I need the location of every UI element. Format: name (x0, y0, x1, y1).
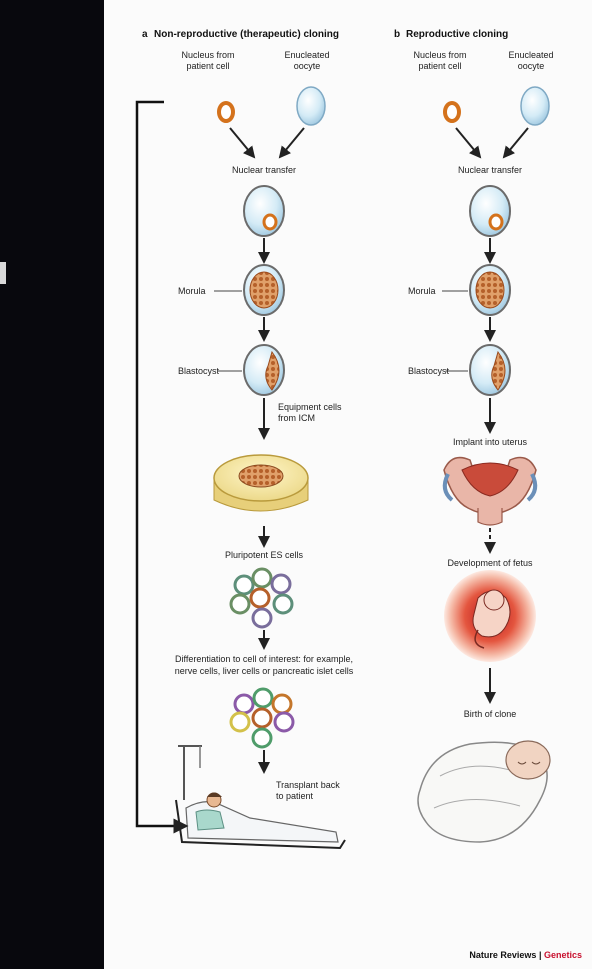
credit-journal: Nature Reviews (469, 950, 536, 960)
uterus-icon (444, 458, 536, 525)
fetus-icon (444, 570, 536, 662)
baby-clone-icon (418, 741, 550, 842)
panel-a-differentiation-1: Differentiation to cell of interest: for… (175, 654, 353, 664)
panel-a-transplant-1: Transplant back (276, 780, 340, 790)
panel-a-title: Non-reproductive (therapeutic) cloning (154, 29, 339, 40)
panel-a-differentiation-2: nerve cells, liver cells or pancreatic i… (175, 666, 354, 676)
enucleated-oocyte-b-icon (521, 87, 549, 125)
panel-a-nuclear-transfer: Nuclear transfer (232, 165, 296, 175)
patient-nucleus-icon (219, 103, 233, 121)
culture-dish-icon (214, 455, 308, 511)
enucleated-oocyte-icon (297, 87, 325, 125)
credit-section: Genetics (544, 950, 582, 960)
panel-a-nucleus-label-1: Nucleus from (181, 50, 234, 60)
panel-a-morula-label: Morula (178, 286, 206, 296)
panel-b-oocyte-label-2: oocyte (518, 61, 545, 71)
patient-bed-icon (176, 746, 345, 848)
panel-a-icm-label-1: Equipment cells (278, 402, 342, 412)
panel-b-morula-label: Morula (408, 286, 436, 296)
feedback-bracket (137, 102, 164, 826)
panel-b-letter: b (394, 29, 400, 40)
panel-b-implant-label: Implant into uterus (453, 437, 528, 447)
panel-a-es-cells-label: Pluripotent ES cells (225, 550, 304, 560)
panel-b-fetus-label: Development of fetus (447, 558, 533, 568)
panel-a-oocyte-label-1: Enucleated (284, 50, 329, 60)
panel-b-oocyte-label-1: Enucleated (508, 50, 553, 60)
reconstructed-oocyte-icon (244, 186, 284, 236)
transferred-nucleus-icon (264, 215, 276, 229)
figure-credit: Nature Reviews | Genetics (469, 950, 582, 960)
panel-b-nucleus-label-1: Nucleus from (413, 50, 466, 60)
panel-b-nucleus-label-2: patient cell (418, 61, 461, 71)
panel-b-birth-label: Birth of clone (464, 709, 517, 719)
credit-separator: | (536, 950, 544, 960)
donor-nucleus-icon (445, 103, 459, 121)
panel-a-transplant-2: to patient (276, 791, 314, 801)
differentiated-cells-icon (231, 689, 293, 747)
es-cell-cluster-icon (231, 569, 292, 627)
panel-a-blastocyst-label: Blastocyst (178, 366, 220, 376)
panel-a-oocyte-label-2: oocyte (294, 61, 321, 71)
reconstructed-oocyte-b-icon (470, 186, 510, 236)
panel-b-nuclear-transfer: Nuclear transfer (458, 165, 522, 175)
panel-b: b Reproductive cloning Nucleus from pati… (394, 29, 554, 842)
panel-a-nucleus-label-2: patient cell (186, 61, 229, 71)
panel-b-title: Reproductive cloning (406, 29, 508, 40)
panel-b-blastocyst-label: Blastocyst (408, 366, 450, 376)
panel-a-icm-label-2: from ICM (278, 413, 315, 423)
panel-a-letter: a (142, 29, 148, 40)
panel-a: a Non-reproductive (therapeutic) cloning… (137, 29, 354, 848)
